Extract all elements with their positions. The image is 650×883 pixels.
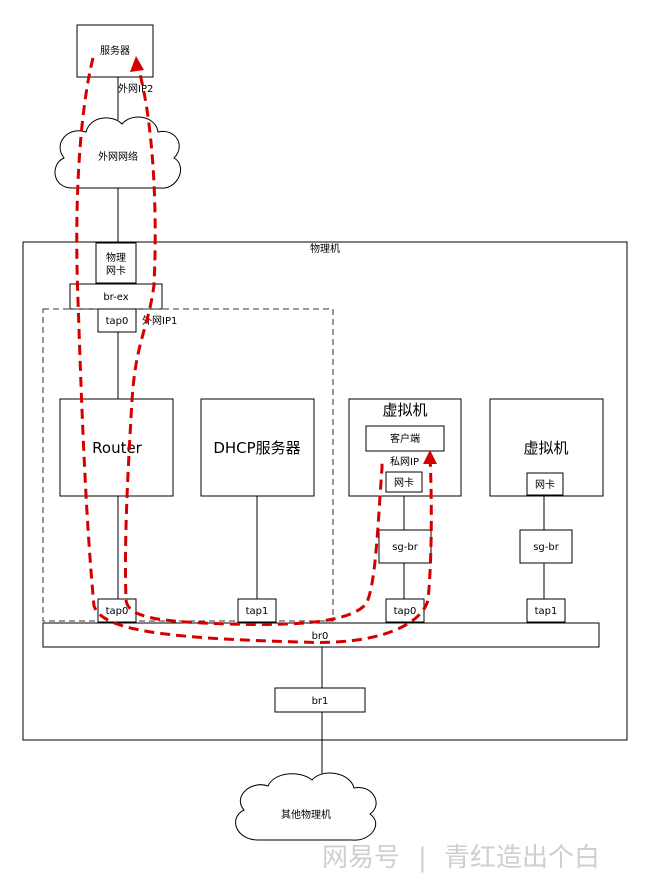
br0-label: br0	[312, 631, 329, 642]
tap-vm1-box	[385, 598, 425, 623]
tap-router-label: tap0	[106, 606, 129, 617]
vm2-nic-box	[526, 472, 564, 496]
other-machine-label: 其他物理机	[281, 808, 331, 821]
tap-vm2-box	[526, 598, 566, 623]
tap-dhcp-label: tap1	[246, 606, 269, 617]
vm2-nic-label: 网卡	[535, 478, 555, 491]
router-namespace-group	[42, 308, 334, 622]
dhcp-server-label: DHCP服务器	[213, 439, 300, 457]
br-ex-label: br-ex	[103, 292, 128, 303]
br1-label: br1	[312, 696, 329, 707]
vm1-nic-box	[385, 471, 423, 493]
external-network-label: 外网网络	[98, 150, 138, 163]
flow-arrowhead-server	[130, 56, 144, 72]
watermark: 网易号 | 青红造出个白	[322, 843, 600, 873]
server-ip-label: 外网IP2	[118, 83, 153, 95]
vm1-sg-br-box	[378, 529, 432, 564]
client-box	[365, 425, 445, 452]
other-machine-cloud	[235, 772, 377, 841]
watermark-separator: |	[418, 843, 427, 873]
tap0-top-box	[97, 308, 137, 333]
physical-nic-label-line2: 网卡	[106, 264, 126, 277]
physical-nic-label-line1: 物理	[106, 251, 126, 264]
tap-vm2-label: tap1	[535, 606, 558, 617]
vm1-nic-label: 网卡	[394, 476, 414, 489]
vm2-sg-br-box	[519, 529, 573, 564]
data-flow-path	[75, 56, 437, 644]
router-ip-label: 外网IP1	[142, 315, 177, 327]
br-ex-box	[69, 283, 163, 310]
client-label: 客户端	[390, 432, 420, 445]
vm2-label: 虚拟机	[523, 439, 568, 457]
external-network-cloud	[54, 116, 181, 189]
br1-box	[274, 687, 366, 713]
vm1-sg-br-label: sg-br	[392, 542, 419, 553]
server-label: 服务器	[100, 44, 130, 57]
vm2-sg-br-label: sg-br	[533, 542, 560, 553]
router-box	[59, 398, 174, 497]
physical-machine-frame	[22, 241, 628, 741]
private-ip-label: 私网IP	[390, 456, 419, 468]
flow-arrowhead-client	[423, 450, 437, 464]
tap-vm1-label: tap0	[394, 606, 417, 617]
watermark-platform: 网易号	[322, 843, 400, 873]
router-label: Router	[92, 439, 143, 457]
tap0-top-label: tap0	[106, 316, 129, 327]
physical-nic-box	[95, 242, 137, 284]
watermark-author: 青红造出个白	[444, 843, 600, 873]
tap-dhcp-box	[237, 598, 277, 623]
physical-machine-label: 物理机	[310, 242, 340, 255]
dhcp-server-box	[200, 398, 315, 497]
vm1-label: 虚拟机	[382, 401, 427, 419]
connection-lines	[117, 77, 545, 790]
